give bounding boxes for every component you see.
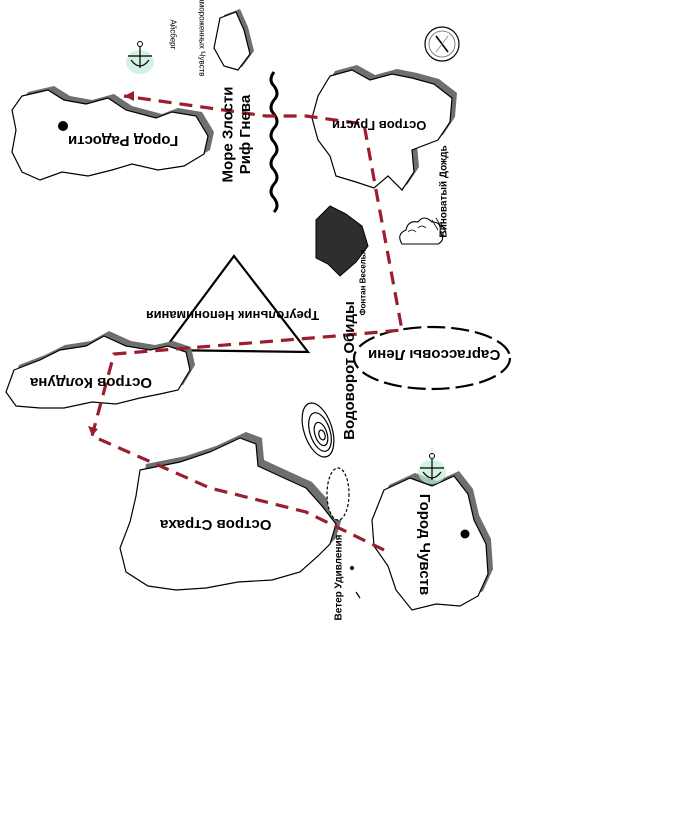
label-island-fear: Остров Страха bbox=[160, 516, 272, 533]
label-sargasso: Саргассовы Лени bbox=[368, 346, 501, 363]
compass-icon bbox=[424, 26, 460, 62]
island-fear bbox=[119, 432, 342, 591]
wind-cloud bbox=[326, 467, 350, 521]
island-sorcerer bbox=[5, 331, 195, 409]
anchor-icon bbox=[126, 41, 154, 74]
label-wind-surprise: Ветер Удивления bbox=[333, 534, 345, 621]
city-marker-icon bbox=[460, 529, 470, 539]
fountain-icon bbox=[315, 205, 369, 277]
city-marker-icon bbox=[58, 121, 68, 131]
anchor-icon bbox=[418, 453, 446, 484]
label-city-feelings: Город Чувств bbox=[416, 493, 434, 596]
label-island-sorcerer: Остров Колдуна bbox=[30, 374, 152, 391]
label-city-joy: Город Радости bbox=[68, 132, 179, 149]
label-whirlpool: Водоворот Обиды bbox=[340, 301, 358, 440]
island-city-joy bbox=[11, 86, 214, 181]
label-guilty-rain: Виноватый Дождь bbox=[438, 145, 450, 238]
label-iceberg: Айсберг bbox=[168, 19, 178, 50]
route bbox=[90, 94, 404, 552]
island-sadness bbox=[311, 65, 457, 191]
rain-cloud-icon bbox=[399, 217, 447, 245]
route-arrow-down bbox=[88, 426, 98, 436]
label-triangle: Треугольник Непонимания bbox=[146, 308, 320, 323]
triangle-misunderstanding bbox=[161, 254, 311, 354]
sargasso-lazy bbox=[352, 325, 512, 391]
route-arrow-left bbox=[124, 91, 134, 101]
wind-arrow bbox=[355, 591, 361, 599]
reef-anger bbox=[269, 71, 279, 214]
island-city-feelings bbox=[371, 471, 493, 611]
label-fountain-fun: Фонтан Веселья bbox=[358, 249, 368, 316]
label-frozen-feelings: Замороженных Чувств bbox=[197, 0, 207, 77]
label-sea-anger: Море Злости bbox=[219, 86, 237, 183]
whirlpool-icon bbox=[301, 402, 335, 458]
wind-dot bbox=[350, 566, 354, 570]
iceberg bbox=[213, 9, 254, 71]
label-island-sadness: Остров Грусти bbox=[332, 118, 427, 133]
label-reef-anger: Риф Гнева bbox=[237, 94, 255, 175]
